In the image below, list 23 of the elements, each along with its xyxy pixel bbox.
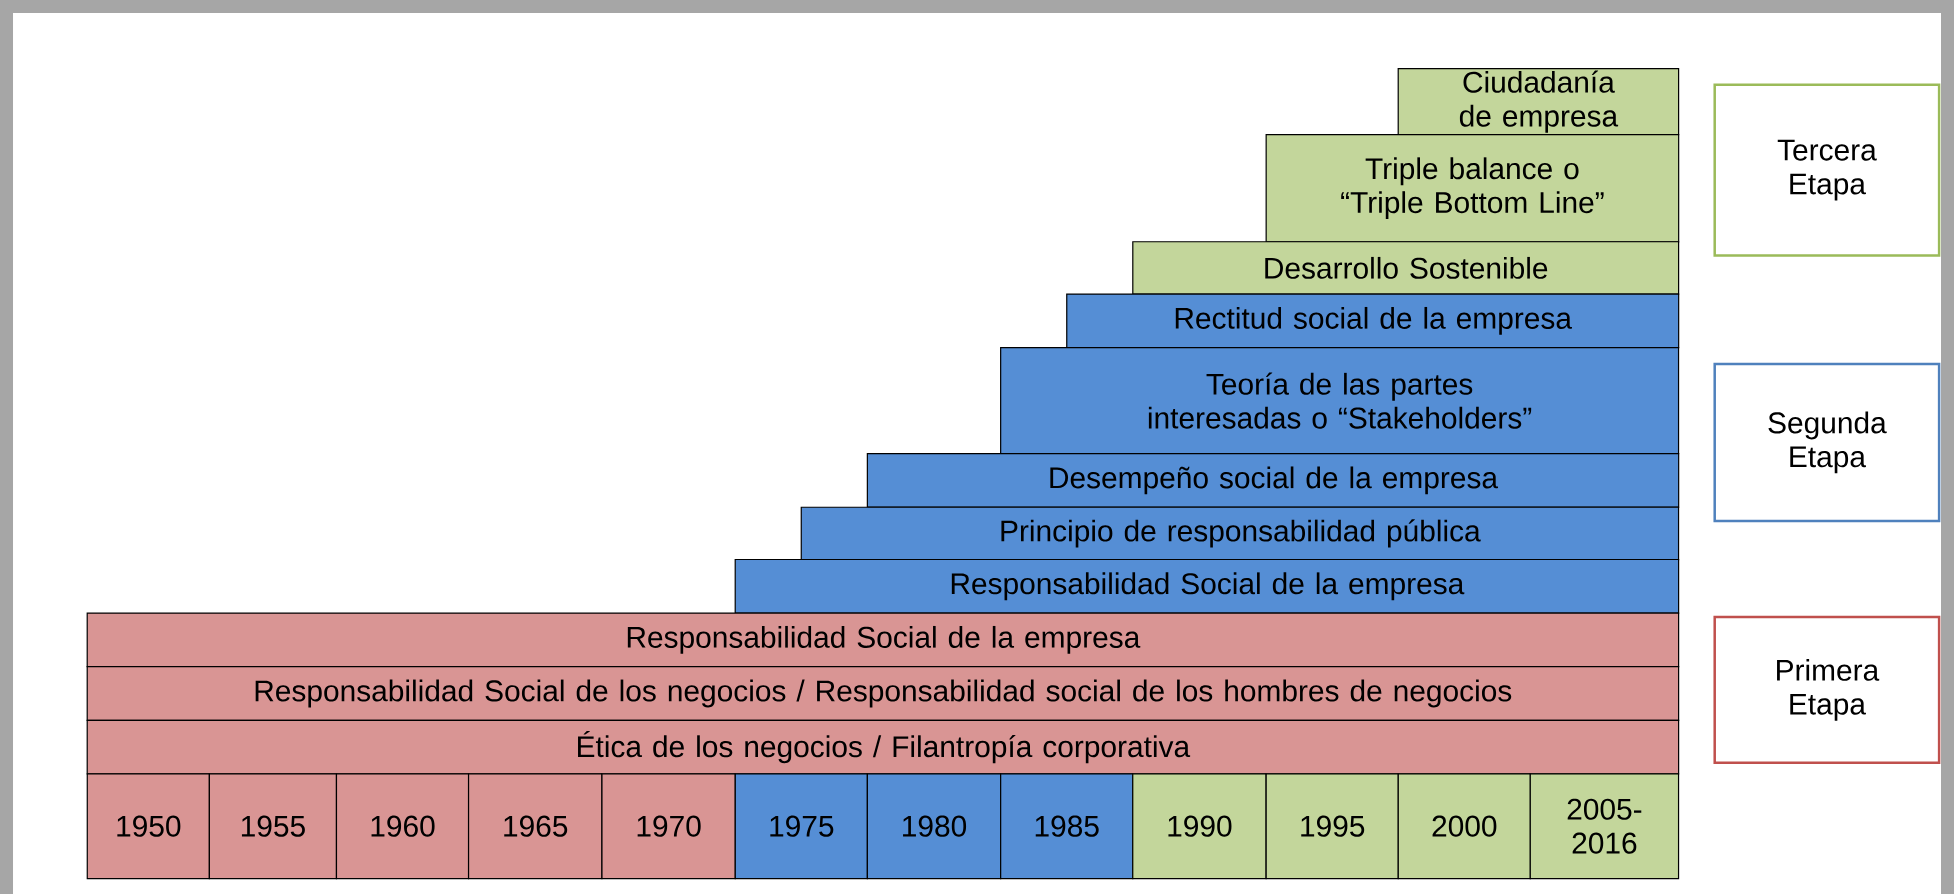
stage-box: Tercera Etapa	[1713, 83, 1941, 257]
year-cell: 1950	[86, 773, 210, 880]
timeline-band: Responsabilidad Social de la empresa	[734, 558, 1680, 614]
year-cell: 1960	[335, 773, 470, 880]
stage-box: Segunda Etapa	[1713, 362, 1941, 523]
year-cell: 2000	[1397, 773, 1531, 880]
timeline-band: Desempeño social de la empresa	[866, 453, 1680, 508]
year-cell: 1955	[208, 773, 338, 880]
year-cell: 1965	[467, 773, 603, 880]
year-cell: 1995	[1265, 773, 1399, 880]
year-cell: 1985	[1000, 773, 1134, 880]
timeline-band: Rectitud social de la empresa	[1066, 293, 1680, 349]
timeline-band: Desarrollo Sostenible	[1132, 241, 1680, 295]
year-cell: 1980	[866, 773, 1002, 880]
year-cell: 1990	[1132, 773, 1267, 880]
stage-box: Primera Etapa	[1713, 615, 1941, 764]
year-cell: 1970	[601, 773, 736, 880]
timeline-band: Ciudadanía de empresa	[1397, 68, 1680, 136]
timeline-band: Responsabilidad Social de los negocios / Responsabilidad social de los hombres de negocios	[86, 666, 1680, 721]
timeline-band: Responsabilidad Social de la empresa	[86, 612, 1680, 668]
year-cell: 1975	[734, 773, 868, 880]
timeline-band: Principio de responsabilidad pública	[800, 506, 1680, 561]
year-cell: 2005-2016	[1529, 773, 1680, 880]
